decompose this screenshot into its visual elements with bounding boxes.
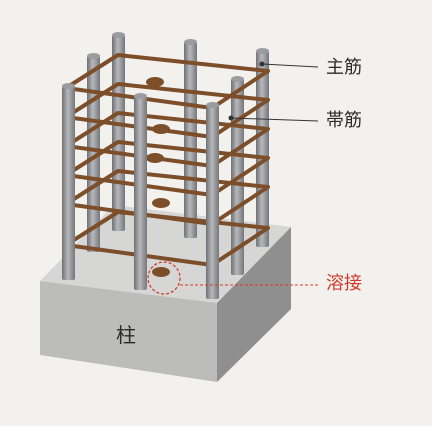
main-rebar <box>87 56 100 252</box>
column-top-face <box>40 205 291 303</box>
main-rebar-cap <box>184 39 197 45</box>
main-rebar-cap <box>231 76 244 82</box>
weld-highlight-circle <box>147 261 181 295</box>
main-rebar <box>256 51 269 247</box>
leader-lines <box>147 61 319 295</box>
main-rebar-cap <box>206 102 219 108</box>
main-rebar <box>112 35 125 231</box>
main-rebar-leader <box>261 63 319 68</box>
weld-nodes <box>146 77 170 277</box>
column-label: 柱 <box>116 323 136 347</box>
main-rebar-cap <box>112 32 125 38</box>
weld-label: 溶接 <box>326 273 362 294</box>
hoop <box>64 53 270 110</box>
hoop-label: 帯筋 <box>326 110 362 131</box>
weld-node <box>152 198 170 208</box>
main-rebar <box>206 105 219 299</box>
main-rebar-cap <box>256 48 269 54</box>
hoop <box>64 140 270 197</box>
hoop-leader <box>230 117 319 122</box>
main-rebar-label: 主筋 <box>326 57 362 78</box>
weld-node <box>152 124 170 134</box>
weld-node <box>146 153 164 163</box>
main-rebar <box>62 86 75 280</box>
weld-node <box>146 77 164 87</box>
main-rebar-cap <box>87 53 100 59</box>
main-rebar-cap <box>62 83 75 89</box>
main-rebars-front <box>62 83 219 299</box>
main-rebar <box>134 96 147 290</box>
main-rebar-cap <box>134 93 147 99</box>
weld-node <box>152 267 170 277</box>
column-side-face <box>217 227 291 382</box>
hoop <box>64 210 270 267</box>
main-rebar <box>184 42 197 238</box>
column-front-face <box>40 281 217 382</box>
